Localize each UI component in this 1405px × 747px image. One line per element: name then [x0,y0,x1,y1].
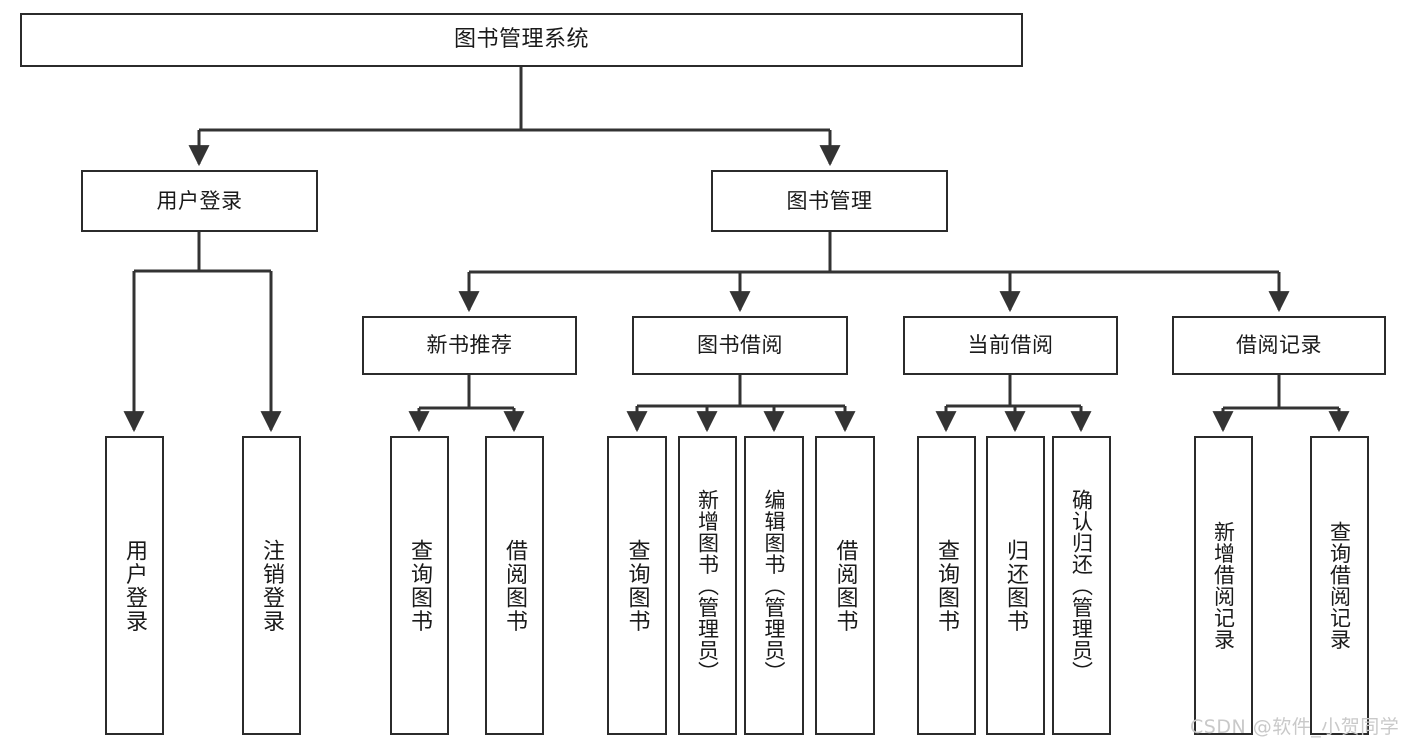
node-user-login-label: 用户登录 [156,188,243,213]
node-book-borrow-label: 图书借阅 [697,333,783,358]
node-book-manage[interactable]: 图书管理 [711,170,948,232]
node-leaf-confirm-return-label: 确认归还（管理员） [1069,488,1094,683]
node-leaf-query-book-2-label: 查询图书 [624,538,650,633]
node-leaf-edit-book-label: 编辑图书（管理员） [762,488,787,683]
node-leaf-borrow-book-1-label: 借阅图书 [502,538,528,633]
node-leaf-user-login-label: 用户登录 [122,538,148,633]
node-leaf-return-book[interactable]: 归还图书 [986,436,1045,735]
node-leaf-return-book-label: 归还图书 [1003,538,1029,633]
node-new-book-recommend-label: 新书推荐 [426,333,513,358]
node-leaf-query-record-label: 查询借阅记录 [1327,521,1352,650]
node-leaf-logout-label: 注销登录 [259,538,285,633]
node-leaf-logout[interactable]: 注销登录 [242,436,301,735]
node-borrow-record-label: 借阅记录 [1236,333,1322,358]
node-current-borrow[interactable]: 当前借阅 [903,316,1118,375]
node-leaf-add-record-label: 新增借阅记录 [1211,521,1236,650]
node-leaf-add-book[interactable]: 新增图书（管理员） [678,436,737,735]
node-leaf-user-login[interactable]: 用户登录 [105,436,164,735]
node-leaf-query-book-1-label: 查询图书 [407,538,433,633]
node-leaf-confirm-return[interactable]: 确认归还（管理员） [1052,436,1111,735]
node-borrow-record[interactable]: 借阅记录 [1172,316,1386,375]
csdn-watermark: CSDN @软件_小贺同学 [1190,716,1400,738]
node-root[interactable]: 图书管理系统 [20,13,1023,67]
node-leaf-query-book-3-label: 查询图书 [934,538,960,633]
node-leaf-query-book-2[interactable]: 查询图书 [607,436,667,735]
node-leaf-query-book-1[interactable]: 查询图书 [390,436,449,735]
node-leaf-add-record[interactable]: 新增借阅记录 [1194,436,1253,735]
node-root-label: 图书管理系统 [453,27,589,53]
node-leaf-borrow-book-2[interactable]: 借阅图书 [815,436,875,735]
node-leaf-query-record[interactable]: 查询借阅记录 [1310,436,1369,735]
node-leaf-edit-book[interactable]: 编辑图书（管理员） [744,436,804,735]
node-book-manage-label: 图书管理 [786,188,873,213]
node-leaf-borrow-book-1[interactable]: 借阅图书 [485,436,544,735]
node-book-borrow[interactable]: 图书借阅 [632,316,848,375]
node-new-book-recommend[interactable]: 新书推荐 [362,316,577,375]
node-current-borrow-label: 当前借阅 [967,333,1054,358]
node-leaf-borrow-book-2-label: 借阅图书 [832,538,858,633]
node-user-login[interactable]: 用户登录 [81,170,318,232]
node-leaf-query-book-3[interactable]: 查询图书 [917,436,976,735]
node-leaf-add-book-label: 新增图书（管理员） [695,488,720,683]
